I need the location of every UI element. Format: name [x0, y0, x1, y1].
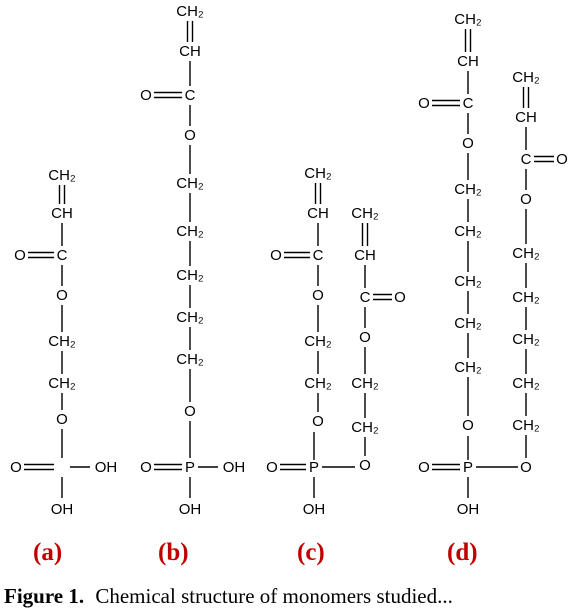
- atom-ch2: CH₂: [512, 375, 540, 392]
- atom-ch2: CH₂: [48, 375, 76, 392]
- atom-c: C: [463, 95, 474, 112]
- atom-ch2: CH₂: [304, 165, 332, 182]
- caption-prefix: Figure 1.: [4, 584, 84, 608]
- atom-ch2: CH₂: [454, 315, 482, 332]
- atom-c: C: [521, 151, 532, 168]
- atom-o: O: [312, 287, 324, 304]
- oxygen-atom: O: [266, 459, 278, 476]
- atom-c: C: [185, 87, 196, 104]
- atom-o: O: [520, 459, 532, 476]
- atom-ch2: CH₂: [176, 267, 204, 284]
- hydroxyl-group: OH: [303, 501, 326, 518]
- atom-o: O: [462, 417, 474, 434]
- atom-o: O: [56, 411, 68, 428]
- atom-ch2: CH₂: [176, 3, 204, 20]
- atom-ch: CH: [515, 109, 537, 126]
- atom-ch2: CH₂: [176, 223, 204, 240]
- atom-ch: CH: [51, 205, 73, 222]
- oxygen-atom: O: [418, 459, 430, 476]
- panel-label-d: (d): [447, 539, 478, 566]
- atom-o: O: [312, 413, 324, 430]
- atom-ch2: CH₂: [176, 309, 204, 326]
- atom-ch: CH: [354, 247, 376, 264]
- atom-ch2: CH₂: [48, 333, 76, 350]
- oxygen-atom: O: [10, 459, 22, 476]
- atom-ch: CH: [179, 43, 201, 60]
- panel-label-c: (c): [297, 539, 325, 566]
- phosphorus-atom: P: [463, 459, 473, 476]
- atom-ch2: CH₂: [351, 375, 379, 392]
- atom-ch: CH: [307, 205, 329, 222]
- caption-text: Chemical structure of monomers studied..…: [95, 584, 453, 608]
- atom-c: C: [57, 247, 68, 264]
- carbonyl-oxygen: O: [556, 151, 568, 168]
- hydroxyl-group: OH: [179, 501, 202, 518]
- atom-ch: CH: [457, 53, 479, 70]
- panel-label-b: (b): [158, 539, 189, 566]
- phosphorus-atom: P: [185, 459, 195, 476]
- atom-ch2: CH₂: [454, 273, 482, 290]
- figure-caption: Figure 1. Chemical structure of monomers…: [4, 584, 453, 608]
- atom-o: O: [462, 135, 474, 152]
- atom-o: O: [184, 127, 196, 144]
- atom-ch2: CH₂: [512, 69, 540, 86]
- panel-label-a: (a): [33, 539, 62, 566]
- atom-ch2: CH₂: [351, 419, 379, 436]
- molecule-structures: CH₂ CH C O CH₂ CH₂ O O O OH OH CH₂ CH C O CH₂ CH₂ CH₂ CH₂ C…: [10, 3, 568, 518]
- carbonyl-oxygen: O: [418, 95, 430, 112]
- oxygen-atom: O: [140, 459, 152, 476]
- atom-ch2: CH₂: [512, 245, 540, 262]
- atom-o: O: [184, 403, 196, 420]
- atom-ch2: CH₂: [454, 359, 482, 376]
- hydroxyl-group: OH: [51, 501, 74, 518]
- atom-ch2: CH₂: [176, 351, 204, 368]
- atom-o: O: [359, 457, 371, 474]
- atom-ch2: CH₂: [351, 205, 379, 222]
- atom-ch2: CH₂: [304, 375, 332, 392]
- atom-c: C: [360, 289, 371, 306]
- atom-ch2: CH₂: [48, 167, 76, 184]
- hydroxyl-group: OH: [95, 459, 118, 476]
- atom-c: C: [313, 247, 324, 264]
- carbonyl-oxygen: O: [140, 87, 152, 104]
- carbonyl-oxygen: O: [270, 247, 282, 264]
- atom-ch2: CH₂: [512, 331, 540, 348]
- atom-ch2: CH₂: [304, 333, 332, 350]
- carbonyl-oxygen: O: [14, 247, 26, 264]
- atom-ch2: CH₂: [454, 181, 482, 198]
- atom-ch2: CH₂: [454, 11, 482, 28]
- carbonyl-oxygen: O: [394, 289, 406, 306]
- hydroxyl-group: OH: [223, 459, 246, 476]
- atom-o: O: [56, 287, 68, 304]
- hydroxyl-group: OH: [457, 501, 480, 518]
- atom-ch2: CH₂: [512, 417, 540, 434]
- phosphorus-atom: P: [309, 459, 319, 476]
- atom-o: O: [359, 329, 371, 346]
- atom-ch2: CH₂: [176, 175, 204, 192]
- atom-o: O: [520, 191, 532, 208]
- atom-ch2: CH₂: [512, 289, 540, 306]
- atom-ch2: CH₂: [454, 223, 482, 240]
